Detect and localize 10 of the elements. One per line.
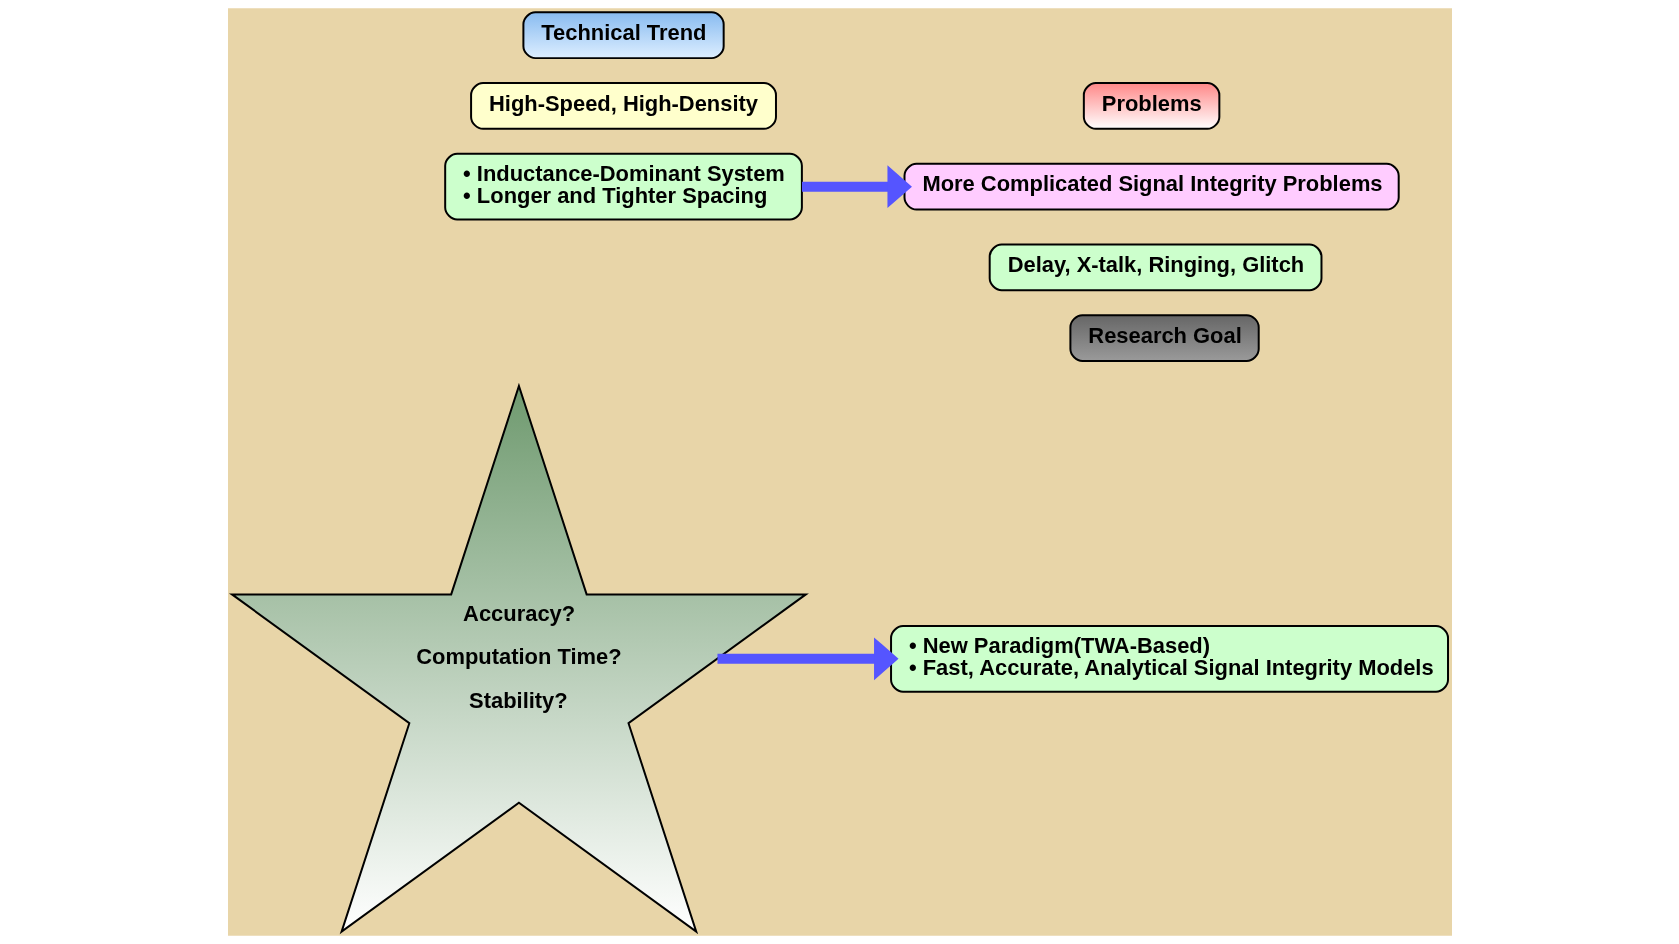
node-box: More Complicated Signal Integrity Problems (903, 162, 1400, 211)
node-box: • New Paradigm(TWA-Based) • Fast, Accurate, Analytical Signal Integrity Models (889, 624, 1449, 693)
node-box: Problems (1082, 82, 1220, 130)
node-box: High-Speed, High-Density (469, 82, 777, 130)
node-box: Research Goal (1068, 314, 1260, 362)
node-box: • Inductance-Dominant System • Longer and Tighter Spacing (443, 152, 803, 221)
node-box: Technical Trend (521, 11, 725, 60)
node-box: Delay, X-talk, Ringing, Glitch (988, 243, 1322, 292)
arrow (801, 165, 912, 209)
arrow (716, 637, 899, 681)
